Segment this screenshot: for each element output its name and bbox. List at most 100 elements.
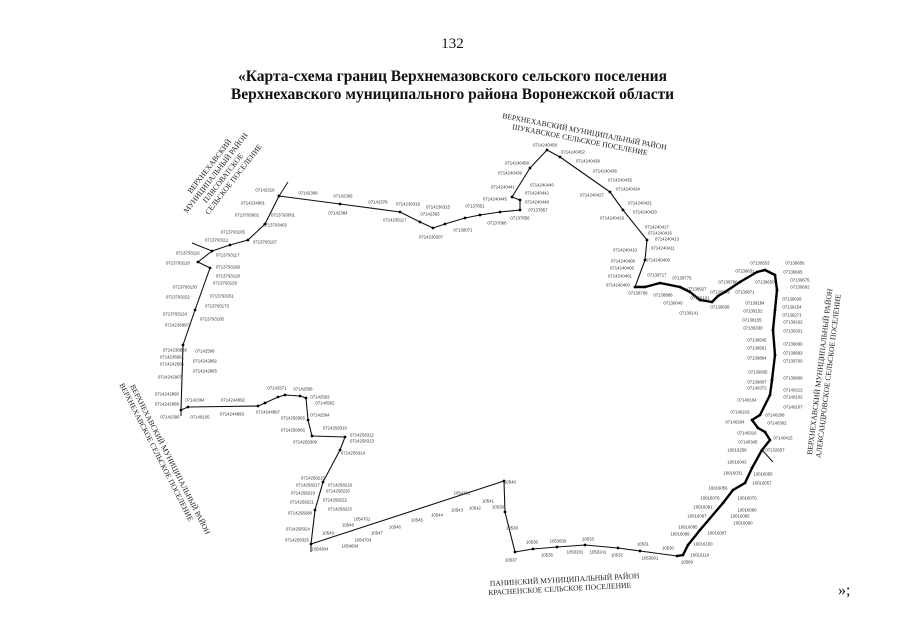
point-label: 10016057 (752, 481, 772, 486)
point-label: 0714258222 (323, 498, 348, 503)
point-label: 10016031 (723, 471, 743, 476)
boundary-point (210, 249, 214, 253)
boundary-point (770, 378, 774, 382)
boundary-point (518, 198, 522, 202)
boundary-point (643, 285, 647, 289)
boundary-point (763, 430, 767, 434)
point-label: 07139141 (679, 311, 699, 316)
boundary-point (528, 166, 532, 170)
point-label: 07139786 (718, 280, 738, 285)
point-label: 07140204 (725, 420, 745, 425)
point-label: 0714240434 (616, 187, 641, 192)
boundary-point (721, 501, 725, 505)
boundary-point (698, 528, 702, 532)
point-label: 07139101 (690, 296, 710, 301)
point-label: 0714236319 (396, 202, 421, 207)
point-label: 0714242906 (160, 362, 185, 367)
point-label: 10016089 (670, 532, 690, 537)
boundary-point (263, 222, 267, 226)
point-label: 10016090 (733, 521, 753, 526)
point-label: 07139545 (747, 338, 767, 343)
boundary-point (583, 543, 587, 547)
point-label: 0714244893 (220, 412, 245, 417)
region-label-northwest: ВЕРХНЕХАВСКИЙ МУНИЦИПАЛЬНЫЙ РАЙОН ПЛЯСОВ… (174, 124, 265, 226)
point-label: 07139700 (783, 359, 803, 364)
boundary-point (771, 328, 775, 332)
point-label: 10544 (431, 513, 444, 518)
point-label: 07139665 (783, 270, 803, 275)
boundary-point (775, 288, 779, 292)
point-label: 07142384 (328, 211, 348, 216)
point-label: 0713793189 (216, 265, 241, 270)
boundary-point (768, 393, 772, 397)
point-label: 0714240411 (651, 246, 675, 251)
point-label: 07137851 (465, 204, 485, 209)
point-label: 1054201 (454, 491, 471, 496)
point-label: 0714240405 (610, 266, 635, 271)
boundary-point (463, 216, 467, 220)
point-label: 10547 (371, 531, 384, 536)
point-label: 07139871 (735, 290, 755, 295)
point-label: 10531 (637, 542, 650, 547)
boundary-point (750, 466, 754, 470)
point-label: 0714258217 (296, 483, 321, 488)
point-label: 0714240427 (580, 193, 605, 198)
boundary-point (263, 401, 267, 405)
boundary-point (750, 418, 754, 422)
point-label: 07142558 (293, 387, 313, 392)
point-label: 07139152 (743, 309, 763, 314)
point-label: 10545 (411, 518, 424, 523)
boundary-point (710, 300, 714, 304)
point-label: 0714240417 (645, 225, 670, 230)
point-label: 0713793120 (166, 261, 191, 266)
point-label: 10537 (505, 558, 518, 563)
boundary-point (310, 434, 314, 438)
point-label: 07139330 (743, 326, 763, 331)
boundary-point (513, 550, 517, 554)
point-label: 0714258218 (328, 483, 353, 488)
point-label: 0714240400 (606, 283, 631, 288)
point-label: 0714240439 (576, 159, 601, 164)
point-label: 0714240410 (613, 248, 638, 253)
point-label: 0713793107 (253, 240, 278, 245)
boundary-point (675, 554, 679, 558)
point-label: 10541 (482, 499, 495, 504)
boundary-point (616, 546, 620, 550)
point-label: 0714236891 (160, 355, 185, 360)
point-label: 10532 (611, 553, 624, 558)
point-label: 10536 (526, 540, 539, 545)
point-label: 07139864 (747, 356, 767, 361)
boundary-point (738, 280, 742, 284)
point-label: 07140345 (738, 440, 758, 445)
point-label: 0714258219 (291, 491, 316, 496)
boundary-point (431, 226, 435, 230)
point-label: 0713793124 (163, 312, 188, 317)
point-label: 07139154 (782, 305, 802, 310)
point-label: 07139675 (790, 278, 810, 283)
point-label: 0714240408 (611, 259, 636, 264)
boundary-point (763, 268, 767, 272)
point-label: 1053001 (642, 556, 659, 561)
boundary-point (398, 210, 402, 214)
point-label: 10016078 (700, 496, 720, 501)
title-line-2: Верхнехавского муниципального района Вор… (230, 86, 675, 103)
boundary-point (208, 266, 212, 270)
point-label: 07139636 (710, 305, 730, 310)
point-label: 1054703 (355, 538, 372, 543)
point-label: 10539 (492, 505, 505, 510)
point-label: 07138717 (647, 273, 667, 278)
point-label: 0714240452 (561, 150, 586, 155)
point-label: 0713793151 (210, 294, 235, 299)
point-label: 0714258312 (350, 433, 375, 438)
boundary-point (418, 220, 422, 224)
point-label: 10548 (342, 523, 355, 528)
point-label: 07140216 (730, 410, 750, 415)
boundary-point (638, 549, 642, 553)
point-label: 07139656 (785, 261, 805, 266)
boundary-point (276, 395, 280, 399)
boundary-stub (191, 242, 213, 252)
point-label: 07139561 (747, 346, 767, 351)
boundary-stub (761, 449, 774, 463)
point-label: 07139271 (782, 313, 802, 318)
